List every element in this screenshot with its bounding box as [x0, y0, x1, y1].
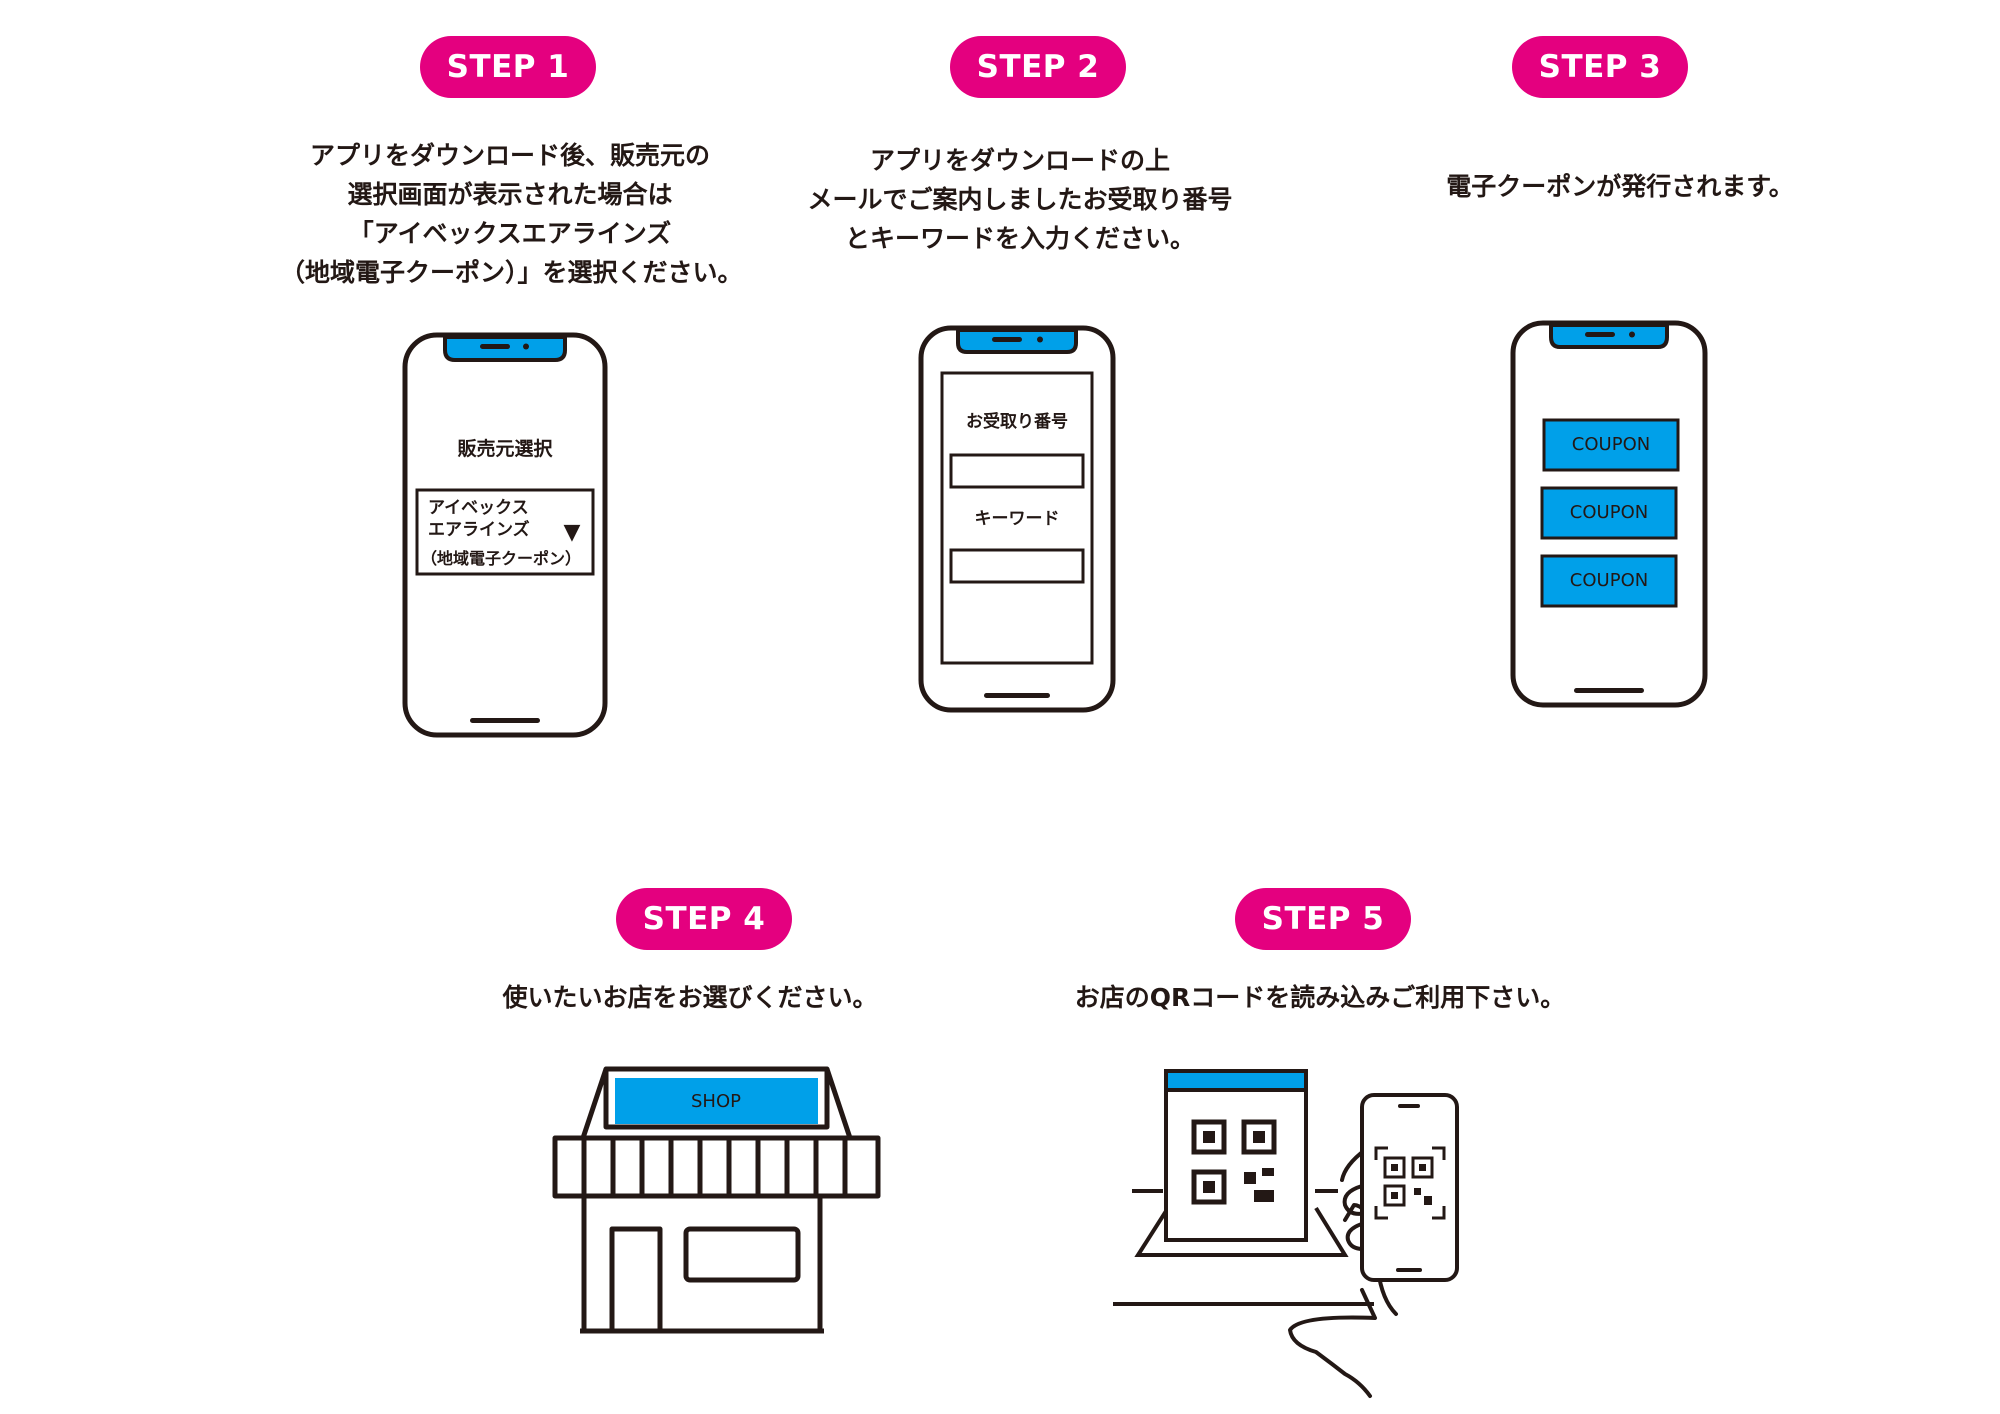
phone2-field1-label: お受取り番号: [966, 411, 1068, 432]
phone1-title: 販売元選択: [457, 437, 553, 460]
coupon-3: [1540, 554, 1678, 608]
phone2-field2: [949, 548, 1085, 584]
coupon-1: [1542, 418, 1680, 472]
qr-code-icon: [1113, 1069, 1374, 1306]
step-3-description: 電子クーポンが発行されます。: [1446, 172, 1794, 201]
svg-text:（地域電子クーポン）: （地域電子クーポン）: [421, 549, 581, 568]
svg-text:アイベックス: アイベックス: [428, 498, 529, 518]
smartphone-icon: 販売元選択 アイベックス エアラインズ （地域電子クーポン） ▼: [402, 332, 608, 738]
step-2-description: アプリをダウンロードの上 メールでご案内しましたお受取り番号 とキーワードを入力…: [807, 146, 1233, 253]
svg-text:COUPON: COUPON: [1572, 434, 1650, 455]
step-1-badge: STEP 1: [420, 36, 596, 98]
phone2-field2-label: キーワード: [975, 509, 1060, 529]
step-4-description: 使いたいお店をお選びください。: [502, 983, 878, 1012]
step-3-badge: STEP 3: [1512, 36, 1688, 98]
phone1-select: [415, 488, 595, 576]
svg-text:COUPON: COUPON: [1570, 570, 1648, 591]
smartphone-icon: お受取り番号 キーワード: [918, 325, 1116, 713]
step-5-description: お店のQRコードを読み込みご利用下さい。: [1074, 983, 1566, 1012]
svg-text:COUPON: COUPON: [1570, 502, 1648, 523]
smartphone-icon: [1360, 1093, 1459, 1282]
step-1-description: アプリをダウンロード後、販売元の 選択画面が表示された場合は 「アイベックスエア…: [280, 141, 743, 287]
phone2-field1: [949, 453, 1085, 489]
step-4-badge: STEP 4: [616, 888, 792, 950]
svg-text:エアラインズ: エアラインズ: [428, 519, 530, 540]
shop-icon: SHOP: [552, 1066, 881, 1334]
step-2-badge: STEP 2: [950, 36, 1126, 98]
smartphone-icon: COUPON COUPON COUPON: [1510, 320, 1708, 708]
step-5-badge: STEP 5: [1235, 888, 1411, 950]
coupon-2: [1540, 486, 1678, 540]
chevron-down-icon: ▼: [564, 520, 581, 545]
shop-sign: SHOP: [691, 1091, 741, 1112]
